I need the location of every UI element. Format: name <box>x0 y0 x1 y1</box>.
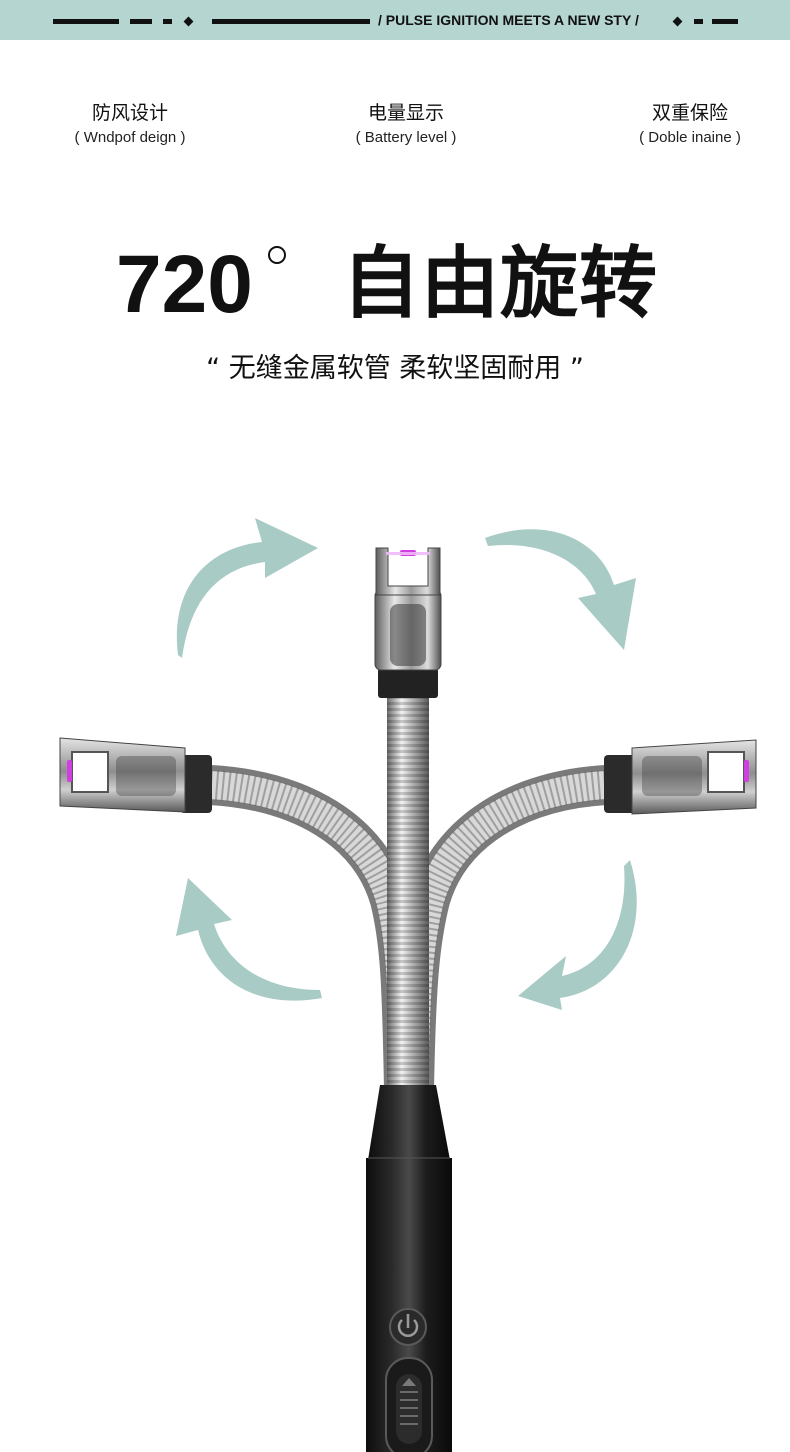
banner-decor-bar <box>130 19 152 24</box>
rotation-arrow-icon <box>176 878 322 1001</box>
flexible-hose-icon <box>394 765 608 1091</box>
feature-label-en: ( Battery level ) <box>355 129 457 146</box>
feature-label-cn: 电量显示 <box>367 102 444 124</box>
lighter-head-icon <box>59 737 212 813</box>
feature-label-cn: 双重保险 <box>651 102 728 124</box>
feature-label-cn: 防风设计 <box>91 102 168 124</box>
banner-text: / PULSE IGNITION MEETS A NEW STY / <box>378 12 639 28</box>
banner-decor-bar <box>712 19 738 24</box>
rotation-arrow-icon <box>518 860 637 1010</box>
slogan: “ 无缝金属软管 柔软坚固耐用 ” <box>206 353 584 384</box>
feature-label-en: ( Doble inaine ) <box>639 129 741 146</box>
lighter-body <box>366 1085 452 1452</box>
product-image <box>59 518 757 1452</box>
headline-title: 自由旋转 <box>342 239 659 329</box>
banner-diamond-icon <box>183 16 194 27</box>
banner-diamond-icon <box>672 16 683 27</box>
flexible-hose-icon <box>208 765 424 1091</box>
flexible-hose-icon <box>387 695 429 1090</box>
feature-label-en: ( Wndpof deign ) <box>74 129 186 146</box>
lighter-head-icon <box>374 547 442 698</box>
banner-decor-bar <box>53 19 119 24</box>
headline-number: 720 <box>116 239 253 330</box>
feature-windproof: 防风设计 ( Wndpof deign ) <box>30 100 230 150</box>
feature-double-insurance: 双重保险 ( Doble inaine ) <box>590 100 790 150</box>
banner-decor-bar <box>694 19 703 24</box>
rotation-arrow-icon <box>176 518 318 658</box>
banner-decor-bar <box>212 19 370 24</box>
top-banner: / PULSE IGNITION MEETS A NEW STY / <box>0 0 790 40</box>
lighter-head-icon <box>604 739 757 815</box>
banner-decor-bar <box>163 19 172 24</box>
feature-battery-level: 电量显示 ( Battery level ) <box>306 100 506 150</box>
degree-symbol-icon <box>268 246 286 264</box>
rotation-arrow-icon <box>485 529 636 650</box>
